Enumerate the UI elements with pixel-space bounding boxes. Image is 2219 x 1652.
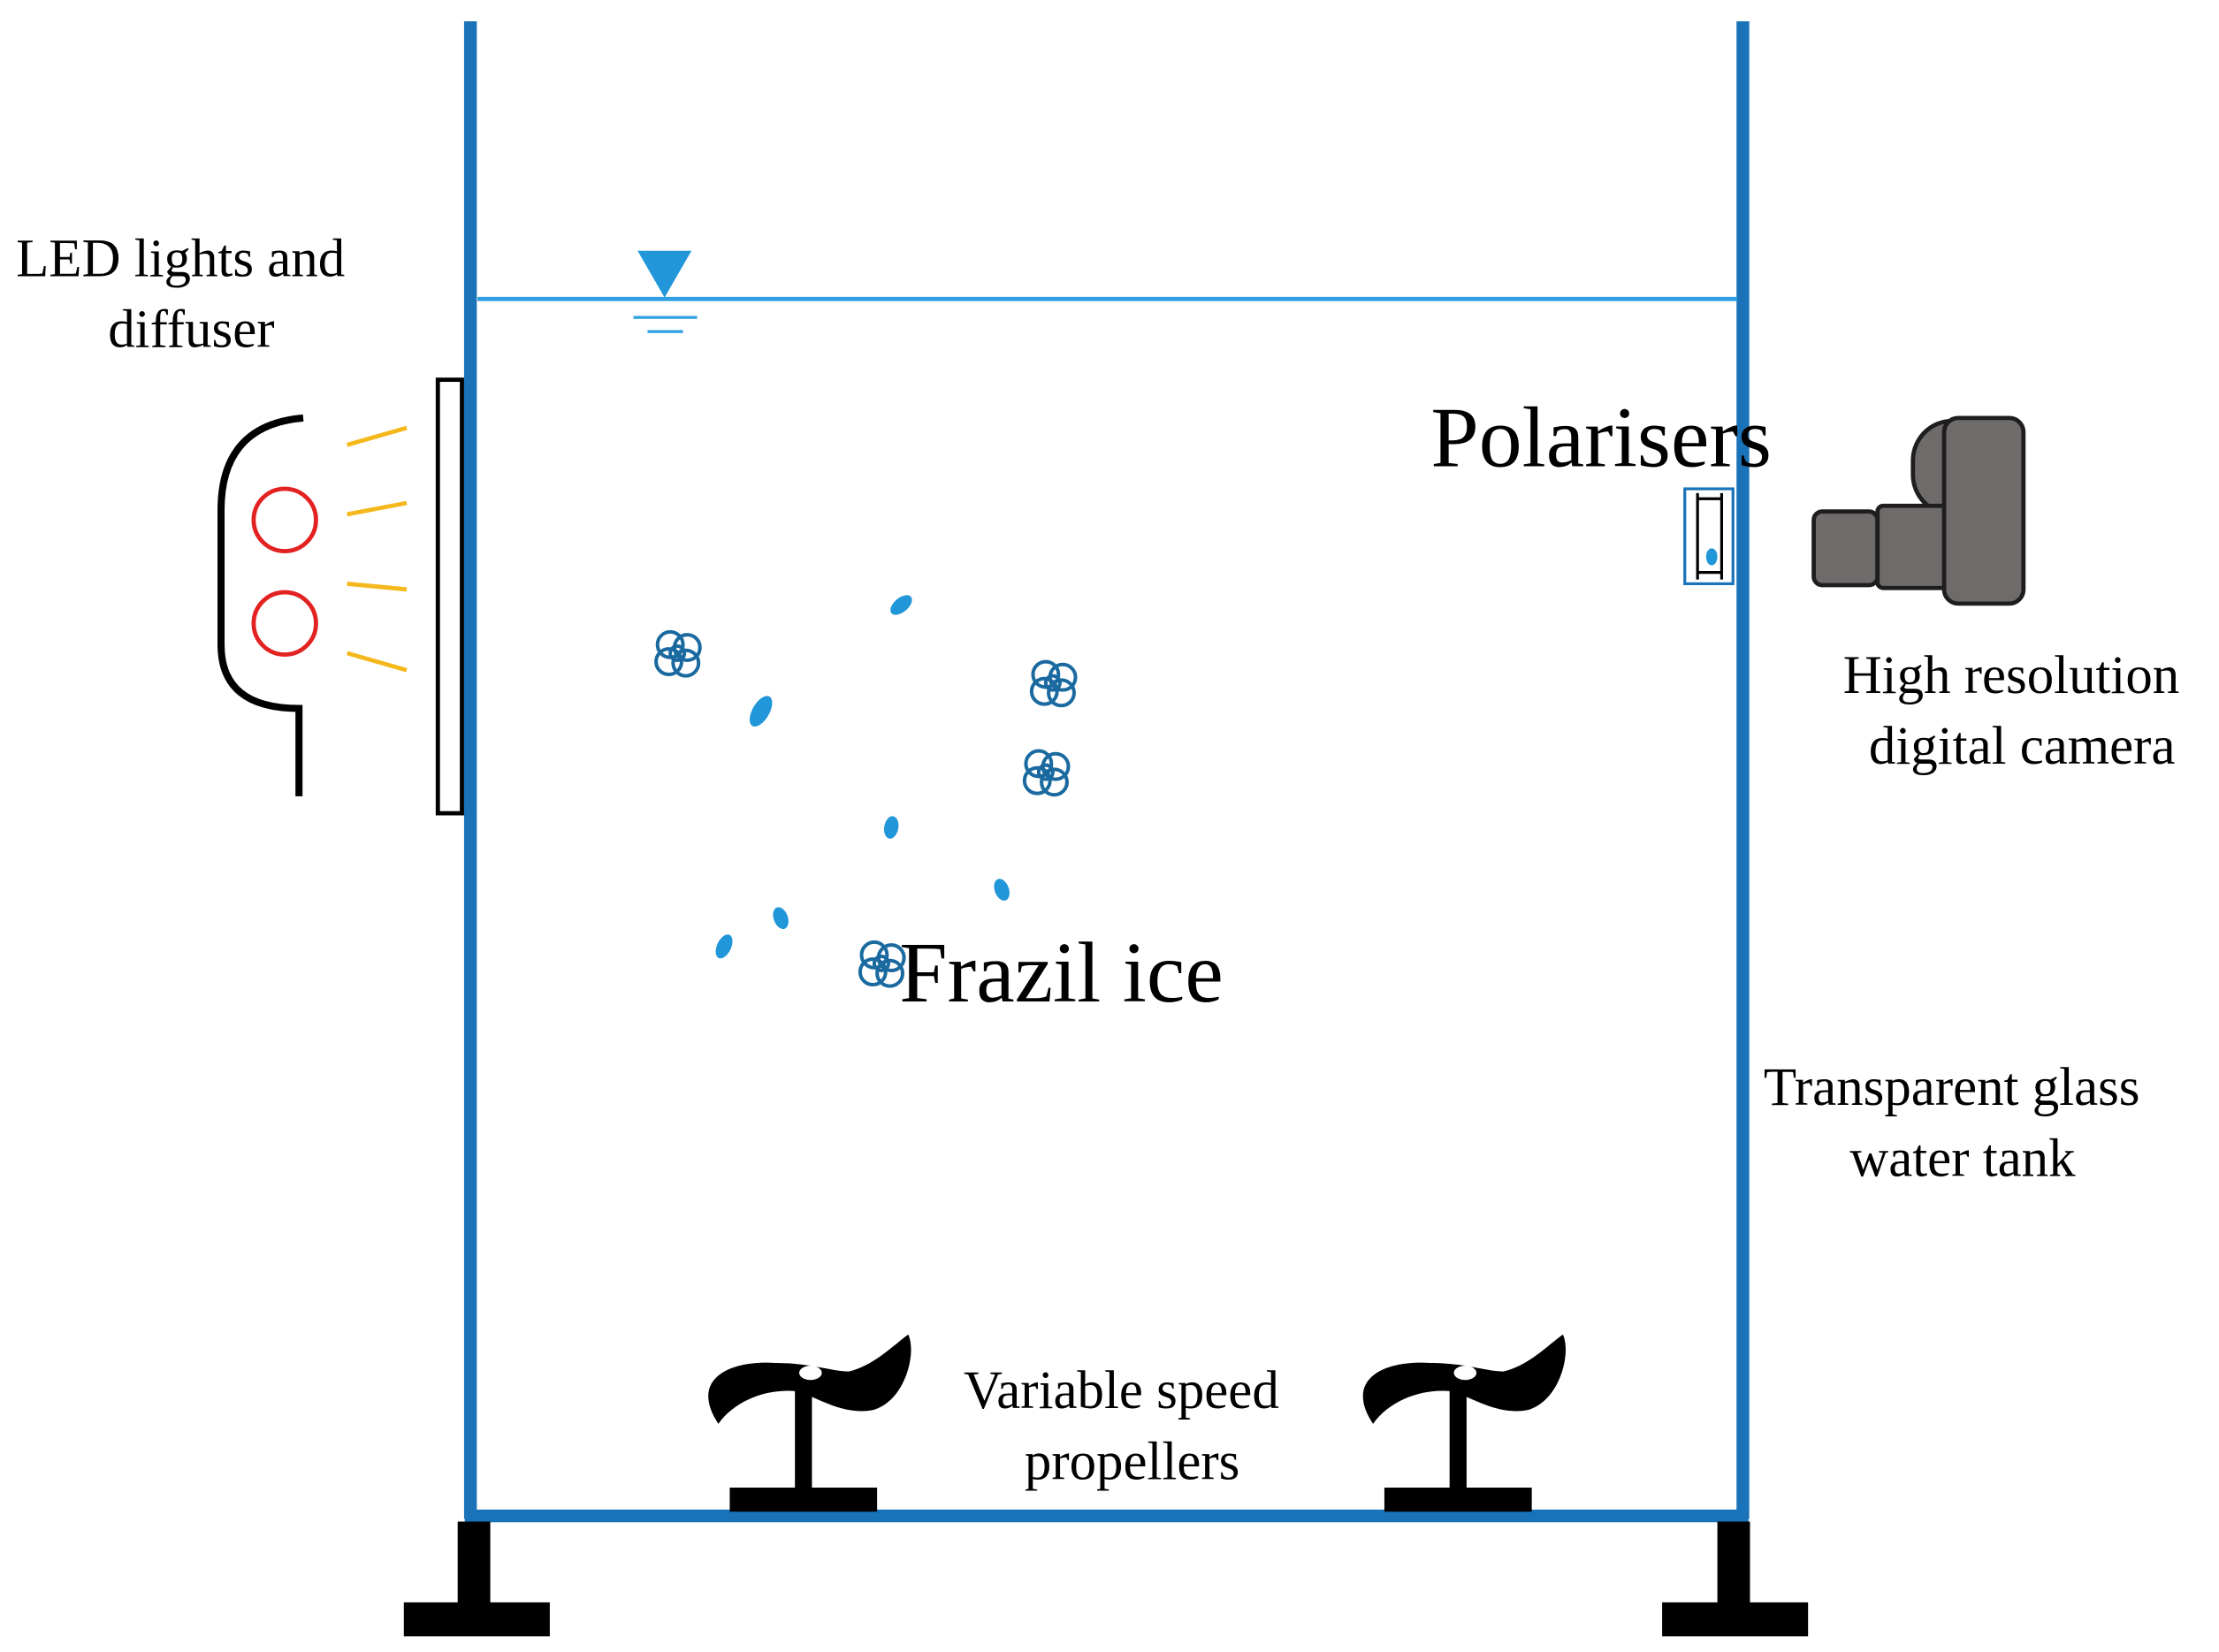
- ice-floc: [858, 940, 906, 988]
- led-label-line-1: LED lights and: [16, 230, 345, 289]
- propeller-icon: [708, 1334, 911, 1512]
- camera-label-line-1: High resolution: [1843, 646, 2180, 705]
- propellers-label-line-2: propellers: [1025, 1432, 1239, 1491]
- led-label: LED lights and diffuser: [16, 201, 367, 360]
- led-bulb-lower: [251, 590, 318, 657]
- tank-stand-right: [1662, 1521, 1809, 1637]
- propeller-icon: [1362, 1334, 1566, 1512]
- tank-label-line-2: water tank: [1849, 1129, 2076, 1188]
- camera-label: High resolution digital camera: [1843, 617, 2201, 776]
- led-bulb-upper: [251, 486, 318, 553]
- led-lamp-icon: [217, 414, 408, 796]
- light-rays: [347, 425, 408, 673]
- frazil-ice-label: Frazil ice: [899, 925, 1223, 1021]
- light-diffuser: [435, 377, 464, 816]
- frazil-ice-particles: [715, 595, 1010, 959]
- polarisers-label: Polarisers: [1430, 390, 1772, 485]
- led-label-line-2: diffuser: [108, 301, 274, 360]
- ice-floc: [1022, 749, 1071, 797]
- polariser-icon: [1683, 487, 1735, 586]
- camera-label-line-2: digital camera: [1869, 717, 2176, 776]
- frazil-ice-clusters: [654, 629, 1078, 988]
- ice-particle: [883, 816, 899, 839]
- tank-label: Transparent glass water tank: [1764, 1029, 2162, 1188]
- camera-icon: [1811, 415, 2026, 606]
- tank-label-line-1: Transparent glass: [1764, 1058, 2140, 1117]
- ice-particle: [749, 696, 773, 727]
- water-level-triangle-icon: [633, 250, 698, 333]
- ice-floc: [654, 629, 702, 678]
- propellers-label: Variable speed propellers: [964, 1332, 1300, 1491]
- ice-floc: [1029, 659, 1078, 708]
- ice-particle: [773, 907, 789, 930]
- ice-particle: [890, 595, 912, 615]
- propellers-label-line-1: Variable speed: [964, 1361, 1279, 1420]
- ice-particle: [994, 879, 1010, 901]
- water-tank: [463, 21, 1750, 1523]
- ice-particle: [715, 934, 733, 959]
- tank-stand-left: [403, 1521, 550, 1637]
